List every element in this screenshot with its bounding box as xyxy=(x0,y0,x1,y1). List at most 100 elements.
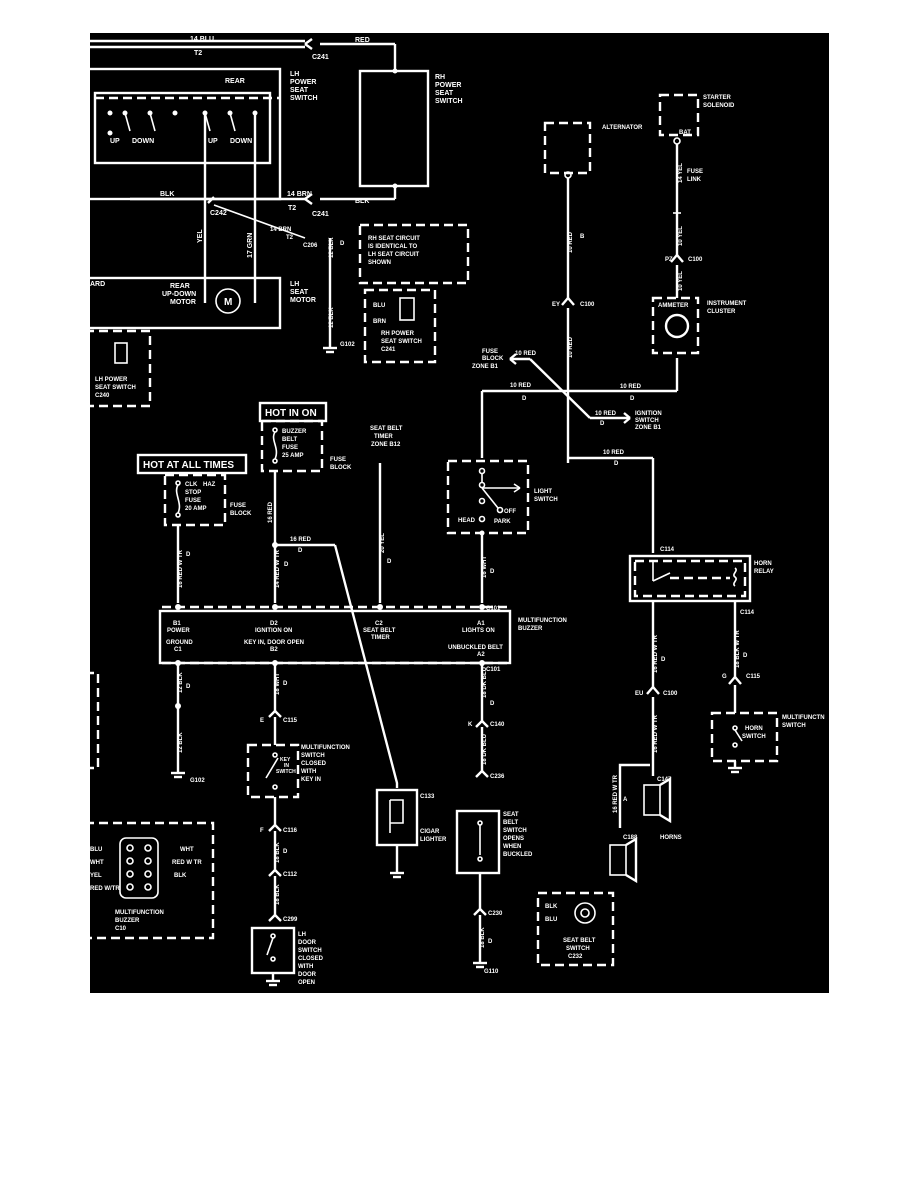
lh-seat-conn-label-2: SEAT SWITCH xyxy=(95,385,136,391)
lh-seat-motor xyxy=(90,276,282,330)
door-switch-label-2: DOOR xyxy=(298,940,317,946)
timer-zone-label-2: TIMER xyxy=(374,434,393,440)
wire-label-16redwtr-b1: 16 RED W TR xyxy=(178,549,184,588)
belt-switch-label-6: BUCKLED xyxy=(503,852,533,858)
wire-label-12blk-c1b: 12 BLK xyxy=(178,732,184,753)
bat-label: BAT xyxy=(679,130,691,136)
ground-label-g102: G102 xyxy=(190,778,205,784)
connector-label-c133: C133 xyxy=(420,794,435,800)
buzzer-fuse-label-1: BUZZER xyxy=(282,429,307,435)
wire-label-14brn: 14 BRN xyxy=(287,191,312,198)
key-switch-label-3: SWITCH xyxy=(276,769,296,775)
pin-a1-desc: LIGHTS ON xyxy=(462,628,495,634)
connector-label-c147: C147 xyxy=(657,777,672,783)
connector-label-c114-b: C114 xyxy=(740,610,755,616)
wire-label-14redwtr-d2: 14 RED W TR xyxy=(275,549,281,588)
pin-b1-desc: POWER xyxy=(167,628,190,634)
wire-label-10red-d: 10 RED xyxy=(515,351,537,357)
label-a: A xyxy=(623,797,628,803)
wire-label-10yel-b: 10 YEL xyxy=(678,271,684,291)
wire-label-18wht: 18 WHT xyxy=(275,673,281,695)
key-in-switch xyxy=(246,743,300,799)
key-switch-label-1: KEY xyxy=(280,757,291,763)
timer-zone-label-3: ZONE B12 xyxy=(371,442,401,448)
lh-switch-label-3: SEAT xyxy=(290,87,309,94)
light-switch xyxy=(446,459,530,535)
alternator-label: ALTERNATOR xyxy=(602,125,643,131)
power-seat-section: 14 BLU T2 RED C241 REAR UP DOWN UP DOWN … xyxy=(90,36,470,408)
conn-label-blu: BLU xyxy=(373,303,385,309)
horn-mf-switch-label-1: MULTIFUNCTN xyxy=(782,715,825,721)
ctsy-fuse-label-5: 20 AMP xyxy=(185,506,206,512)
label-d-e: D xyxy=(600,421,605,427)
horn-mf-switch-label-2: SWITCH xyxy=(782,723,806,729)
pin-c2-desc: SEAT BELT xyxy=(363,628,396,634)
lh-switch-label-2: POWER xyxy=(290,79,316,86)
rh-switch-label-4: SWITCH xyxy=(435,98,463,105)
rear-motor-label-1: REAR xyxy=(170,283,190,290)
connector-label-c188: C188 xyxy=(623,835,638,841)
connector-label-c101-b: C101 xyxy=(486,667,501,673)
label-k: K xyxy=(468,722,473,728)
connector-label-c241-top: C241 xyxy=(312,54,329,61)
seat-belt-switch-connector xyxy=(536,891,615,967)
lh-seat-motor-label-1: LH xyxy=(290,281,299,288)
label-d-a1: D xyxy=(490,569,495,575)
wire-label-16redwtr-horn-b: 16 RED W TR xyxy=(653,714,659,753)
label-d-c1: D xyxy=(186,684,191,690)
wiring-diagram: 14 BLU T2 RED C241 REAR UP DOWN UP DOWN … xyxy=(90,36,825,987)
rh-seat-note-4: SHOWN xyxy=(368,260,391,266)
wire-label-20yel: 20 YEL xyxy=(380,533,386,553)
rh-seat-conn-label-1: RH POWER xyxy=(381,331,415,337)
buzzer-conn-label-3: C10 xyxy=(115,926,127,932)
buzzer-conn-blu: BLU xyxy=(90,847,102,853)
belt-switch-label-1: SEAT xyxy=(503,812,519,818)
conn-label-brn: BRN xyxy=(373,319,386,325)
ammeter-label: AMMETER xyxy=(658,303,689,309)
fuse-block-label-2b: BLOCK xyxy=(230,511,252,517)
pin-a1: A1 xyxy=(477,621,485,627)
cigar-label-1: CIGAR xyxy=(420,829,440,835)
lh-power-seat-switch xyxy=(90,67,282,201)
wire-label-18dkblu-b: 18 DK BLU xyxy=(482,734,488,765)
rh-power-seat-connector xyxy=(363,288,437,364)
label-g: G xyxy=(722,674,727,680)
buzzer-conn-blk: BLK xyxy=(174,873,187,879)
starter-label-1: STARTER xyxy=(703,95,732,101)
fuse-block-zone-label-3: ZONE B1 xyxy=(472,364,499,370)
edge-connector-box xyxy=(90,671,100,770)
ctsy-fuse-label-3: STOP xyxy=(185,490,201,496)
wire-label-12blk-top: 12 BLK xyxy=(329,237,335,258)
motor-symbol xyxy=(215,288,241,314)
wiring-diagram-panel: 14 BLU T2 RED C241 REAR UP DOWN UP DOWN … xyxy=(90,33,829,993)
connector-label-c114-a: C114 xyxy=(660,547,675,553)
buzzer-conn-redwtr: RED W TR xyxy=(172,860,202,866)
wire-label-blk-1: BLK xyxy=(160,191,174,198)
hot-in-on-label: HOT IN ON xyxy=(265,408,317,419)
connector-label-c112: C112 xyxy=(283,872,298,878)
pin-b2: B2 xyxy=(270,647,278,653)
label-pz: PZ xyxy=(665,257,673,263)
cigar-lighter xyxy=(375,788,419,847)
buzzer-conn-wht: WHT xyxy=(180,847,194,853)
seat-switch-contacts xyxy=(107,110,258,136)
rear-motor-label-3: MOTOR xyxy=(170,299,196,306)
bottom-section: 12 BLK D 12 BLK G102 18 WHT D E C115 KEY… xyxy=(90,660,615,987)
belt-switch-label-4: OPENS xyxy=(503,836,524,842)
wire-label-10yel-a: 10 YEL xyxy=(678,226,684,246)
label-d-g: D xyxy=(614,461,619,467)
pin-c2: C2 xyxy=(375,621,383,627)
lh-power-seat-connector xyxy=(90,329,152,408)
wire-label-blk-2: BLK xyxy=(355,198,369,205)
belt-switch-label-5: WHEN xyxy=(503,844,521,850)
lh-seat-conn-label-1: LH POWER xyxy=(95,377,128,383)
belt-conn-label-3: C232 xyxy=(568,954,583,960)
wire-label-18blkwtr: 18 BLK W TR xyxy=(735,630,741,668)
connector-label-c236: C236 xyxy=(490,774,505,780)
label-d-belt: D xyxy=(490,701,495,707)
pin-d2: D2 xyxy=(270,621,278,627)
fuse-section: HOT IN ON BUZZER BELT FUSE 25 AMP FUSE B… xyxy=(136,401,403,788)
mf-switch-label-2: SWITCH xyxy=(301,753,325,759)
pin-ground: GROUND xyxy=(166,640,193,646)
connector-label-c299: C299 xyxy=(283,917,298,923)
